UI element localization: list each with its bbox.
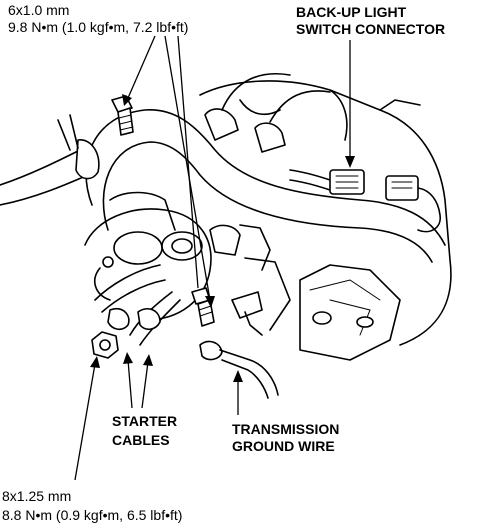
- backup-light-connector: [289, 169, 441, 233]
- upper-pipes: [204, 73, 331, 153]
- middle-bolt: [191, 287, 215, 327]
- starter-cables-label-line1: STARTER: [112, 413, 178, 429]
- ground-wire-label-line1: TRANSMISSION: [232, 421, 340, 437]
- ground-wire-leader: [233, 370, 243, 415]
- bottom-nut: [91, 331, 119, 359]
- backup-light-label-line2: SWITCH CONNECTOR: [296, 21, 446, 37]
- bottom-nut-size-label: 8x1.25 mm: [2, 488, 72, 504]
- transmission-housing: [199, 80, 452, 361]
- starter-cable-leaders: [123, 352, 153, 409]
- ground-wire-label-line2: GROUND WIRE: [232, 438, 335, 454]
- top-bolt-size-label: 6x1.0 mm: [8, 2, 70, 18]
- top-bolt-torque-label: 9.8 N•m (1.0 kgf•m, 7.2 lbf•ft): [8, 19, 189, 35]
- starter-cables-label-line2: CABLES: [112, 432, 170, 448]
- top-bolt-leaders: [122, 35, 215, 308]
- top-bolt: [111, 95, 134, 136]
- backup-connector-leader: [345, 40, 355, 168]
- starter-cables: [94, 264, 181, 346]
- ground-wire: [199, 291, 279, 399]
- bottom-nut-torque-label: 8.8 N•m (0.9 kgf•m, 6.5 lbf•ft): [2, 507, 183, 523]
- left-cable: [0, 114, 100, 206]
- bottom-nut-leader: [74, 356, 100, 481]
- coolant-hose: [85, 109, 446, 263]
- starter-motor: [84, 191, 291, 331]
- backup-light-label-line1: BACK-UP LIGHT: [296, 4, 407, 20]
